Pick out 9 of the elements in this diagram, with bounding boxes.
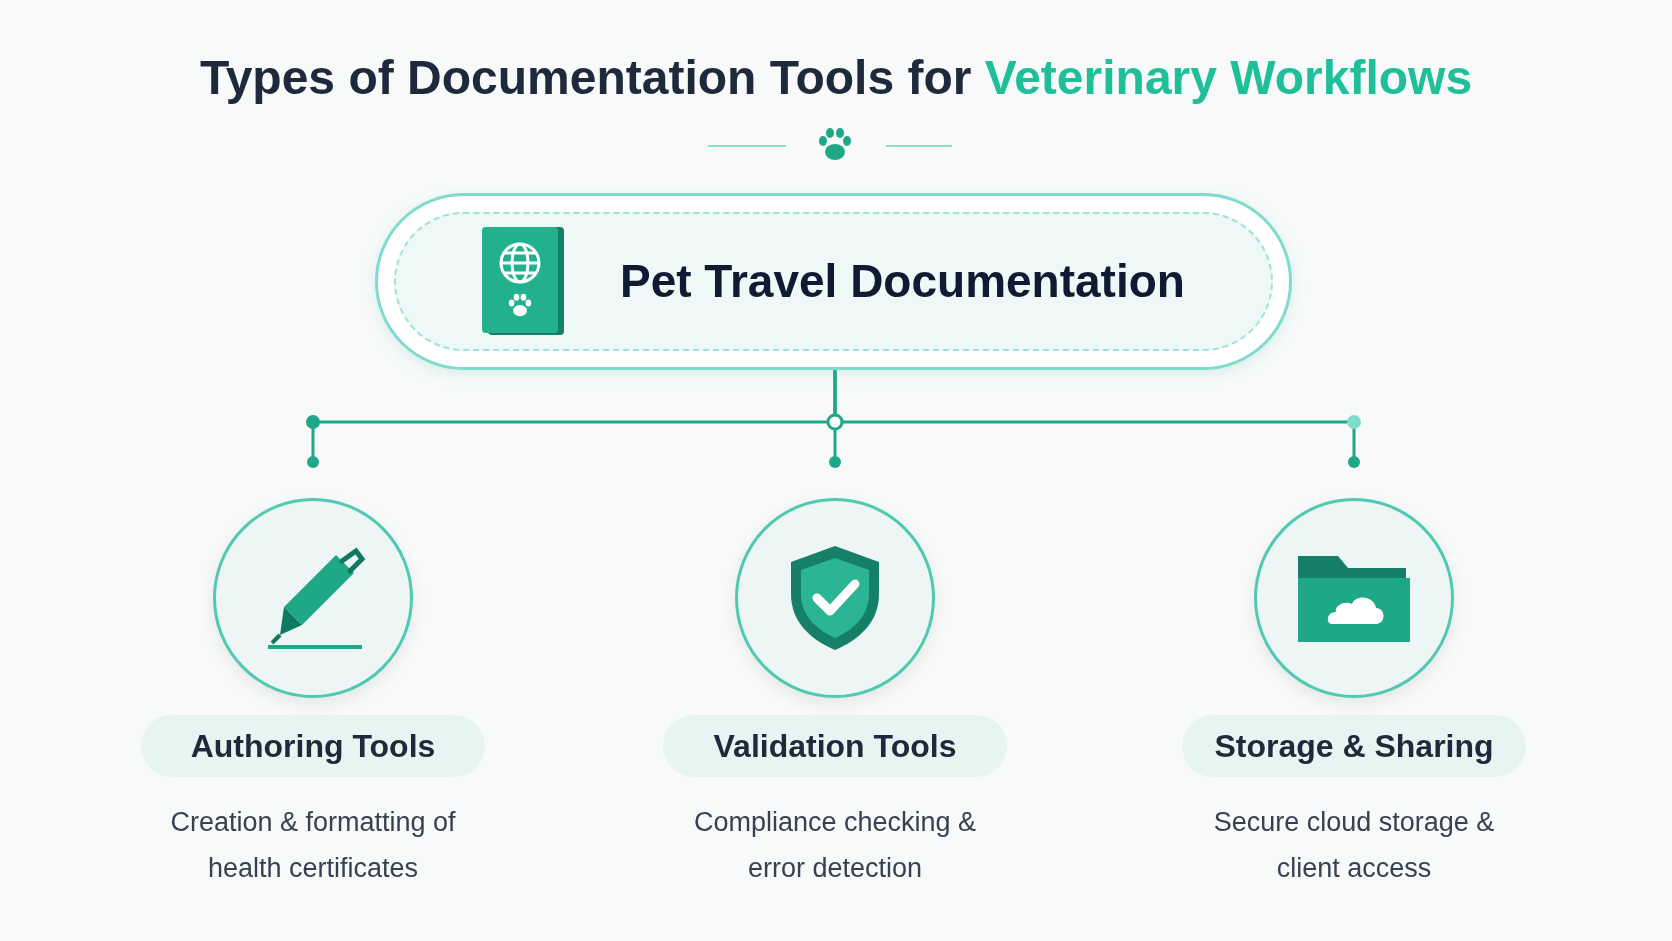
category-description: Creation & formatting of health certificates	[169, 806, 457, 885]
category-description: Secure cloud storage & client access	[1212, 806, 1496, 885]
category-title: Validation Tools	[663, 715, 1007, 777]
category-description: Compliance checking & error detection	[692, 806, 978, 885]
topic-title: Pet Travel Documentation	[620, 254, 1185, 309]
connector-line	[833, 370, 1360, 468]
title: Types of Documentation Tools for Veterinary Workflows	[198, 50, 1474, 106]
category-title: Storage & Sharing	[1182, 715, 1526, 777]
category-title: Authoring Tools	[141, 715, 485, 777]
